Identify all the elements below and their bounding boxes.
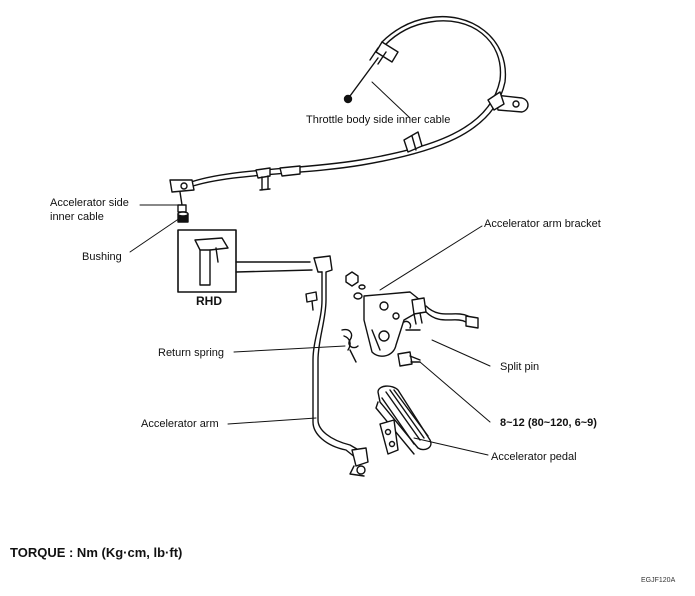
cable-bracket-right (487, 91, 529, 113)
leader-lines (129, 81, 491, 456)
label-accelerator-side-cable: Accelerator side inner cable (50, 197, 129, 223)
cable-clip (403, 131, 423, 153)
bushing-part (177, 211, 189, 223)
cable-grommet (255, 165, 301, 191)
throttle-inner-cable (343, 57, 379, 104)
label-accelerator-pedal: Accelerator pedal (491, 451, 577, 463)
label-accelerator-arm: Accelerator arm (141, 418, 219, 430)
accelerator-arm-part (312, 255, 369, 477)
label-rhd: RHD (196, 294, 222, 308)
label-bushing: Bushing (82, 251, 122, 263)
label-return-spring: Return spring (158, 347, 225, 359)
pedal-switch-harness (411, 297, 479, 329)
label-arm-bracket: Accelerator arm bracket (484, 218, 601, 230)
torque-units-note: TORQUE : Nm (Kg·cm, lb·ft) (10, 545, 183, 560)
split-pin-part (403, 320, 421, 331)
mounting-bolt (397, 351, 421, 367)
bracket-nuts (345, 271, 366, 300)
cable-adjuster (369, 41, 399, 65)
return-spring-part (341, 328, 359, 363)
figure-code: EGJF120A (641, 577, 676, 584)
label-split-pin: Split pin (500, 361, 540, 373)
rhd-leader-2 (235, 269, 313, 273)
accelerator-cable-end (169, 179, 195, 213)
label-torque-spec: 8~12 (80~120, 6~9) (500, 417, 597, 429)
accelerator-pedal-part (375, 385, 432, 455)
label-throttle-cable: Throttle body side inner cable (306, 114, 451, 126)
rhd-inset (177, 229, 237, 293)
arm-bolt (305, 291, 318, 311)
